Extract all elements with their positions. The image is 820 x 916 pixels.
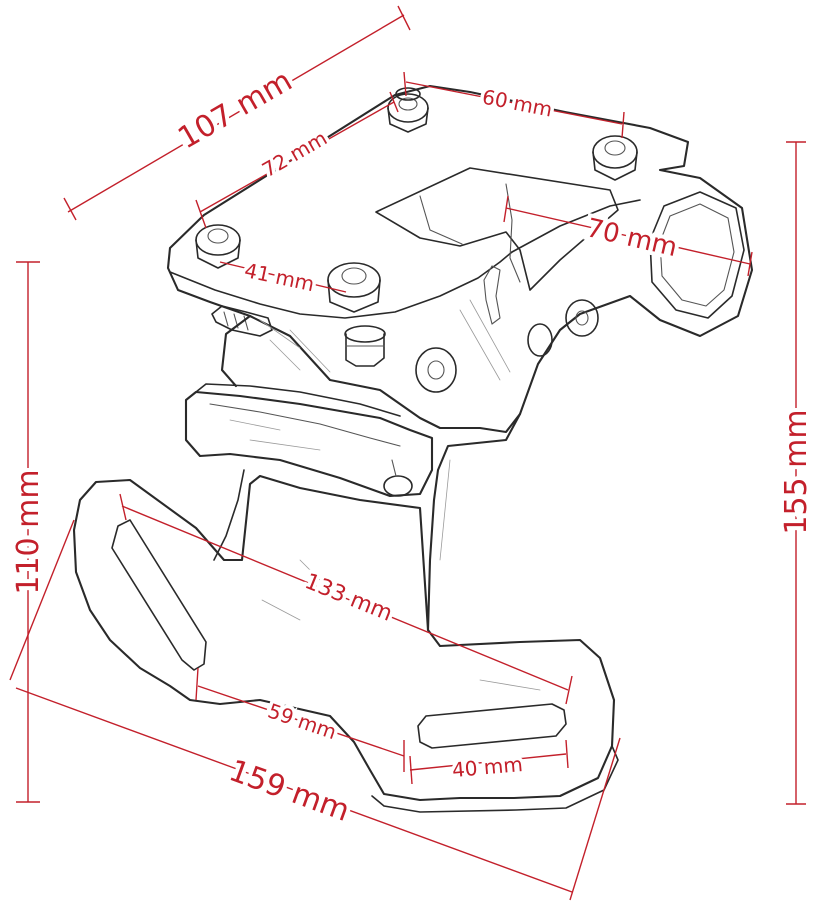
nut-left bbox=[195, 224, 241, 269]
dim-line-159 bbox=[15, 687, 573, 893]
middle-flange-fold bbox=[209, 403, 401, 447]
dim-tick-40-b bbox=[565, 739, 569, 769]
label-59: 59 mm bbox=[265, 699, 340, 745]
label-60: 60 mm bbox=[480, 85, 554, 122]
dim-line-70 bbox=[505, 207, 751, 265]
top-plate-outline bbox=[166, 84, 754, 434]
small-bolt-flange bbox=[383, 459, 413, 497]
dim-tick-107-a bbox=[63, 197, 77, 221]
dim-tick-59-a bbox=[195, 667, 199, 701]
socket-screw-center bbox=[415, 347, 457, 393]
top-plate-window bbox=[375, 167, 619, 291]
dim-tick-60-a bbox=[403, 71, 407, 97]
middle-flange-edge bbox=[195, 383, 401, 417]
dim-tick-159-a bbox=[9, 519, 75, 681]
dim-line-41 bbox=[219, 261, 347, 293]
label-72: 72 mm bbox=[258, 126, 331, 182]
window-inner-wall bbox=[505, 183, 521, 283]
hairpin-clip bbox=[483, 265, 501, 325]
top-plate-edge-2 bbox=[511, 199, 641, 253]
label-133: 133 mm bbox=[301, 569, 396, 627]
lower-right-slot bbox=[417, 703, 567, 749]
top-plate-edge bbox=[169, 251, 513, 319]
socket-screw-right bbox=[565, 299, 599, 337]
label-70: 70 mm bbox=[584, 213, 680, 263]
dim-tick-133-a bbox=[119, 493, 127, 521]
dim-tick-60-b bbox=[621, 111, 625, 139]
label-155: 155 mm bbox=[779, 409, 814, 534]
bolt-under-left bbox=[211, 305, 273, 337]
lower-plate-outline bbox=[72, 474, 616, 802]
dim-line-133 bbox=[121, 505, 569, 691]
window-inner-wall-2 bbox=[419, 195, 463, 245]
dim-line-60 bbox=[405, 81, 623, 125]
dim-line-40 bbox=[409, 753, 567, 771]
label-40: 40 mm bbox=[451, 752, 524, 782]
right-ear-slot-inner bbox=[659, 203, 735, 307]
right-ear-slot bbox=[649, 191, 745, 319]
label-110: 110 mm bbox=[11, 469, 46, 594]
dim-tick-70-b bbox=[747, 251, 753, 277]
label-41: 41 mm bbox=[242, 258, 316, 296]
dim-tick-70-a bbox=[503, 195, 509, 223]
bracket-sketch bbox=[72, 84, 754, 813]
nut-top-right bbox=[592, 135, 638, 181]
shading-strokes bbox=[229, 299, 541, 691]
lower-plate-edge bbox=[371, 745, 619, 813]
side-hole bbox=[527, 323, 553, 357]
dim-tick-107-b bbox=[397, 5, 411, 31]
dim-tick-133-b bbox=[565, 675, 573, 705]
dim-line-59 bbox=[197, 685, 405, 757]
dim-tick-72-a bbox=[195, 199, 207, 229]
dim-line-107 bbox=[67, 14, 405, 213]
dim-line-72 bbox=[199, 101, 395, 213]
dimension-lines: 107 mm 72 mm 60 mm 70 mm 41 mm 110 mm 15… bbox=[7, 5, 818, 901]
label-107: 107 mm bbox=[172, 63, 298, 156]
vertical-body bbox=[220, 314, 522, 632]
nut-top-center bbox=[387, 87, 429, 133]
lower-left-slot bbox=[111, 519, 207, 671]
dim-tick-40-a bbox=[409, 755, 413, 785]
dim-tick-159-b bbox=[569, 737, 621, 901]
vertical-body-left bbox=[213, 469, 245, 561]
middle-flange bbox=[184, 390, 434, 498]
nut-front bbox=[327, 262, 381, 313]
bolt-under-center bbox=[344, 325, 386, 367]
label-159: 159 mm bbox=[224, 753, 354, 829]
dim-tick-72-b bbox=[389, 91, 399, 113]
